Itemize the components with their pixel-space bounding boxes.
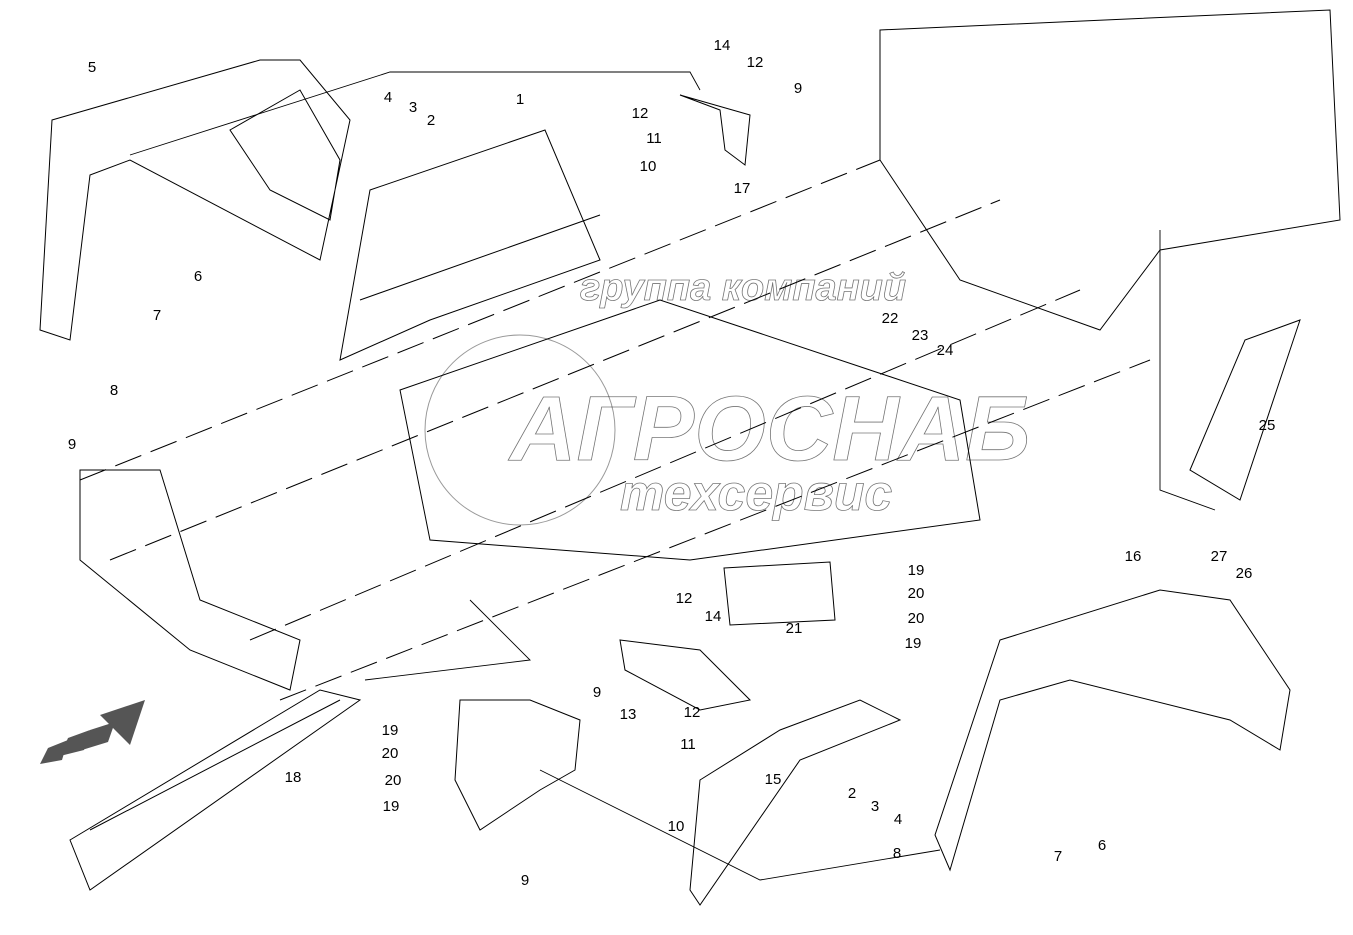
part-panel-25 — [1189, 319, 1301, 501]
part-skirt-18 — [69, 689, 362, 891]
callout-label: 27 — [1211, 548, 1228, 565]
callout-label: 8 — [110, 382, 118, 399]
part-shield — [454, 699, 581, 831]
callout-label: 2 — [848, 785, 856, 802]
callout-label: 12 — [747, 54, 764, 71]
callout-label: 9 — [521, 872, 529, 889]
callout-label: 11 — [680, 736, 696, 753]
callout-label: 9 — [68, 436, 76, 453]
part-panel-15 — [689, 699, 902, 906]
callout-labels: 5114129121110174326789222324252726161920… — [68, 37, 1276, 889]
callout-label: 25 — [1259, 417, 1276, 434]
callout-label: 19 — [382, 722, 399, 739]
callout-label: 14 — [714, 37, 731, 54]
callout-label: 7 — [1054, 848, 1062, 865]
part-panel — [339, 129, 601, 361]
callout-label: 22 — [882, 310, 899, 327]
callout-label: 20 — [385, 772, 402, 789]
callout-label: 17 — [734, 180, 751, 197]
callout-label: 8 — [893, 845, 901, 862]
callout-label: 26 — [1236, 565, 1253, 582]
callout-label: 12 — [684, 704, 701, 721]
callout-label: 1 — [516, 91, 524, 108]
callout-label: 6 — [194, 268, 202, 285]
part-frame — [79, 159, 1151, 701]
callout-label: 12 — [676, 590, 693, 607]
part-fender-right — [934, 589, 1291, 872]
leader-line — [129, 71, 701, 156]
watermark: группа компаний АГРОСНАБ техсервис — [424, 267, 1031, 526]
callout-label: 19 — [908, 562, 925, 579]
callout-label: 20 — [908, 610, 925, 627]
callout-label: 12 — [632, 105, 649, 122]
part-frame-crossmember — [79, 469, 301, 691]
callout-label: 9 — [794, 80, 802, 97]
callout-label: 23 — [912, 327, 929, 344]
part-frame-center — [399, 299, 981, 561]
watermark-line3: техсервис — [620, 465, 892, 521]
callout-label: 20 — [382, 745, 399, 762]
callout-label: 15 — [765, 771, 782, 788]
callout-label: 2 — [427, 112, 435, 129]
callout-label: 14 — [705, 608, 722, 625]
callout-label: 5 — [88, 59, 96, 76]
part-fender-left — [39, 59, 351, 341]
leader-line — [539, 769, 941, 881]
callout-label: 7 — [153, 307, 161, 324]
callout-label: 20 — [908, 585, 925, 602]
part-plate-21 — [723, 561, 836, 626]
leader-line — [364, 599, 531, 681]
callout-label: 24 — [937, 342, 954, 359]
leader-line — [1159, 230, 1216, 511]
callout-label: 13 — [620, 706, 637, 723]
callout-label: 11 — [646, 130, 662, 147]
callout-label: 10 — [640, 158, 657, 175]
callout-label: 3 — [409, 99, 417, 116]
callout-label: 18 — [285, 769, 302, 786]
callout-label: 10 — [668, 818, 685, 835]
callout-label: 21 — [786, 620, 803, 637]
callout-label: 9 — [593, 684, 601, 701]
watermark-line2: АГРОСНАБ — [508, 378, 1030, 480]
forward-arrow-icon — [40, 700, 145, 764]
callout-label: 6 — [1098, 837, 1106, 854]
callout-label: 16 — [1125, 548, 1142, 565]
callout-label: 19 — [905, 635, 922, 652]
callout-label: 4 — [384, 89, 392, 106]
callout-label: 4 — [894, 811, 902, 828]
part-upper-right — [879, 9, 1341, 331]
callout-label: 3 — [871, 798, 879, 815]
watermark-line1: группа компаний — [580, 267, 906, 309]
callout-label: 19 — [383, 798, 400, 815]
part-bracket — [679, 94, 751, 166]
part-bracket-13 — [619, 639, 752, 711]
